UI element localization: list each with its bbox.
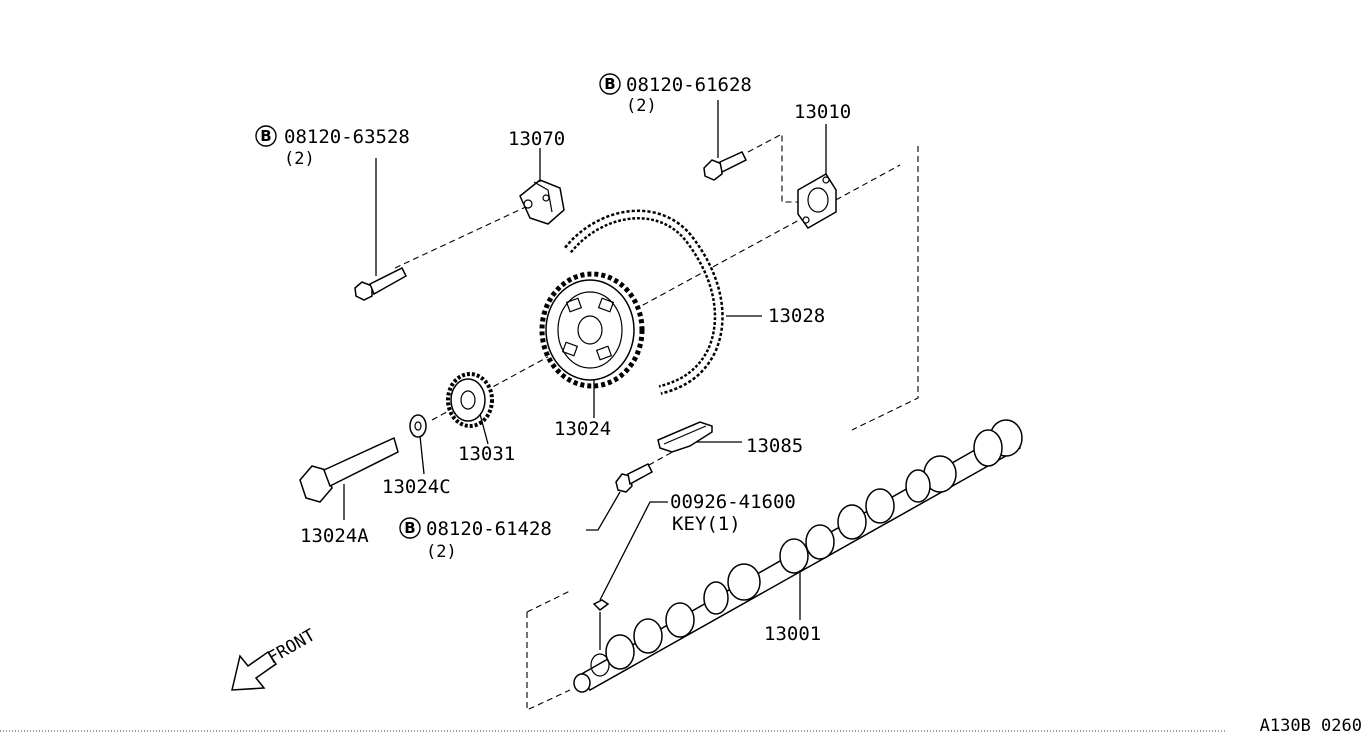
bolt-axis-line-2 xyxy=(747,133,800,203)
figure-code: A130B 0260 xyxy=(1260,716,1362,736)
bolt-qty-61428: (2) xyxy=(426,542,457,562)
bolt-label-61428: B 08120-61428 (2) xyxy=(399,517,552,562)
assembly-frame-left xyxy=(526,589,573,711)
bolt-marker-61428: B xyxy=(404,519,415,537)
bolt-number-63528: 08120-63528 xyxy=(284,126,410,148)
key-part-number: 00926-41600 xyxy=(670,491,796,513)
bolt-qty-61628: (2) xyxy=(626,96,657,116)
part-label-13070: 13070 xyxy=(508,128,565,150)
bolt-label-63528: B 08120-63528 (2) xyxy=(255,125,410,169)
camshaft-13001-icon xyxy=(573,419,1023,693)
bolt-number-61628: 08120-61628 xyxy=(626,74,752,96)
part-label-13028: 13028 xyxy=(768,305,825,327)
part-label-13024: 13024 xyxy=(554,418,611,440)
part-label-13024c: 13024C xyxy=(382,476,451,498)
cam-sprocket-13024-icon xyxy=(539,271,645,389)
tensioner-13070-icon xyxy=(519,179,565,225)
leader-13031 xyxy=(479,413,489,445)
washer-13024c-icon xyxy=(409,414,427,438)
leader-13024c xyxy=(419,435,425,475)
part-label-13024a: 13024A xyxy=(300,525,369,547)
key-label: KEY(1) xyxy=(672,513,741,535)
assembly-frame-right xyxy=(851,146,919,431)
part-label-13010: 13010 xyxy=(794,101,851,123)
part-label-13001: 13001 xyxy=(764,623,821,645)
bolt-axis-line xyxy=(394,204,531,269)
bolt-61428-icon xyxy=(615,462,653,493)
bolt-63528-icon xyxy=(354,266,407,301)
bolt-marker-63528: B xyxy=(260,127,271,145)
chain-guide-13085-icon xyxy=(657,421,713,453)
bolt-label-61628: B 08120-61628 (2) xyxy=(599,73,752,116)
part-label-13031: 13031 xyxy=(458,443,515,465)
front-direction-arrow: FRONT xyxy=(231,625,319,691)
bolt-qty-63528: (2) xyxy=(284,149,315,169)
key-icon xyxy=(592,599,610,650)
part-label-13085: 13085 xyxy=(746,435,803,457)
leader-key xyxy=(599,501,668,601)
front-label: FRONT xyxy=(265,625,319,668)
bolt-number-61428: 08120-61428 xyxy=(426,518,552,540)
timing-chain-13028-icon xyxy=(564,209,724,395)
bolt-axis-line-3 xyxy=(639,449,677,471)
bolt-marker-61628: B xyxy=(604,75,615,93)
bolt-61628-icon xyxy=(703,151,748,181)
bolt-13024a-icon xyxy=(299,436,399,503)
leader-61428 xyxy=(586,491,621,531)
plate-13010-icon xyxy=(797,172,837,229)
gear-13031-icon xyxy=(446,372,494,428)
